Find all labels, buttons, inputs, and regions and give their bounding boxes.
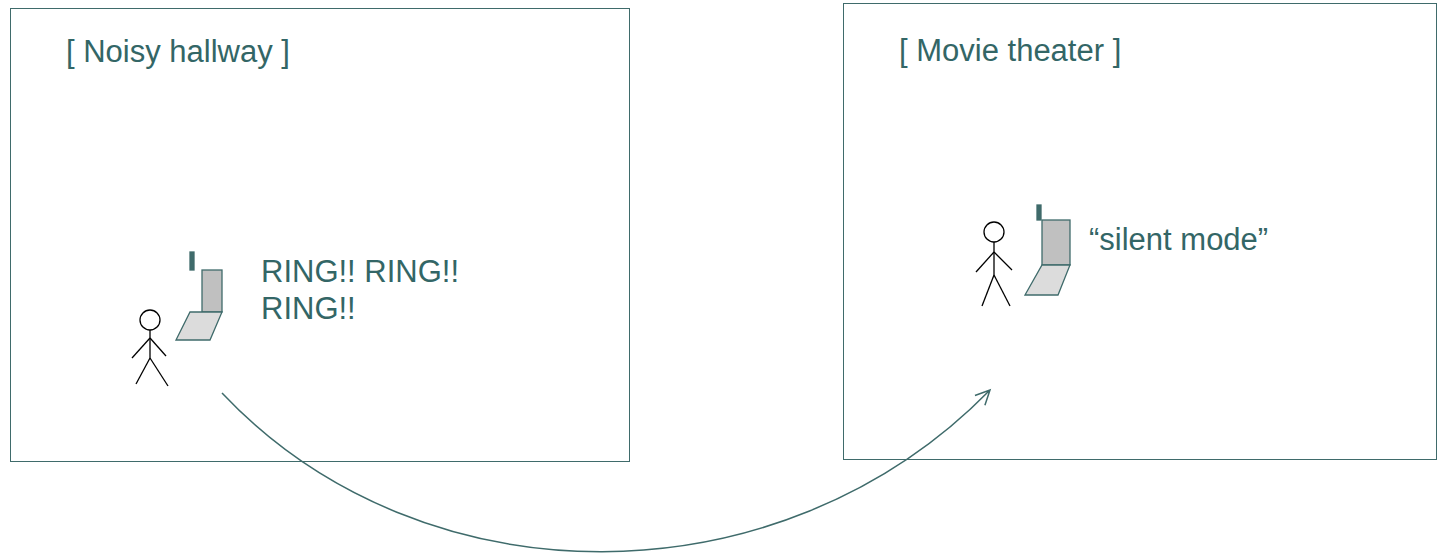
scene-box: [ Movie theater ] “silent mode” xyxy=(843,3,1437,460)
scene-title: [ Movie theater ] xyxy=(899,32,1399,69)
phone-icon xyxy=(176,252,222,340)
phone-icon xyxy=(1025,205,1070,295)
transition-arrow xyxy=(222,390,990,552)
scene-title: [ Noisy hallway ] xyxy=(66,33,586,70)
stick-figure xyxy=(132,310,168,386)
phone-sound: RING!! RING!! RING!! xyxy=(261,253,511,327)
scene-box: [ Noisy hallway ] RING!! RING!! RING!! xyxy=(10,8,630,462)
phone-sound: “silent mode” xyxy=(1089,221,1409,258)
stick-figure xyxy=(976,222,1012,306)
